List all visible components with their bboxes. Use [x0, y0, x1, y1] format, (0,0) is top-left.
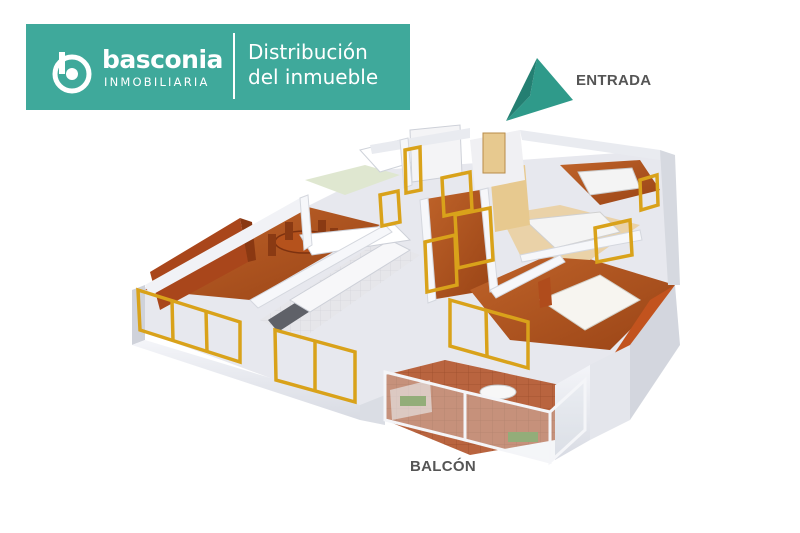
page-title-line-2: del inmueble — [248, 65, 379, 89]
entrance-label: ENTRADA — [576, 72, 652, 89]
balcony-railing — [383, 370, 587, 466]
banner-divider — [233, 33, 235, 99]
brand-name: basconia — [102, 45, 223, 74]
brand-tagline: INMOBILIARIA — [104, 75, 210, 89]
outer-walls — [132, 128, 680, 460]
basconia-logo-icon — [52, 52, 92, 94]
window-frames — [136, 144, 660, 405]
entrance-arrow-icon — [506, 58, 573, 121]
page-title-line-1: Distribución — [248, 40, 368, 64]
balcony-label: BALCÓN — [410, 458, 476, 475]
page-title: Distribución del inmueble — [248, 40, 378, 90]
brand-banner: basconia INMOBILIARIA Distribución del i… — [26, 24, 410, 110]
